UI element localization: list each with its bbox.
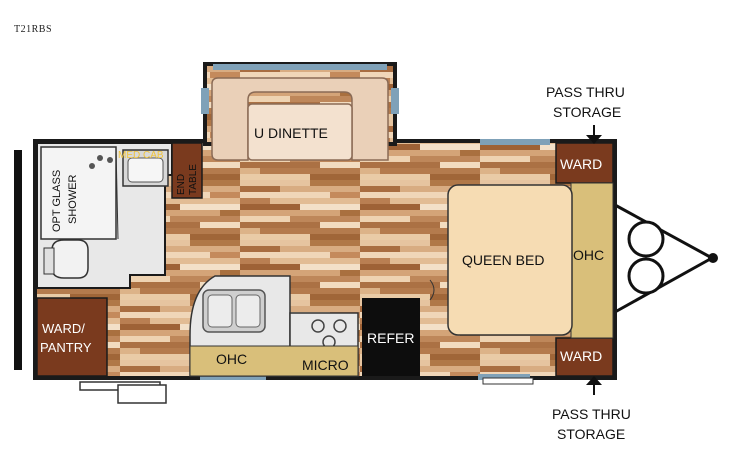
ohc-kitchen xyxy=(189,345,359,377)
toilet-icon xyxy=(51,239,89,279)
ward-pantry-label: WARD/ xyxy=(42,321,85,336)
hitch xyxy=(614,203,718,314)
ohc-bed xyxy=(570,182,614,339)
pass-thru-bottom-label: PASS THRU xyxy=(552,406,631,422)
dinette-table xyxy=(247,103,353,161)
end-table-label-2: TABLE xyxy=(188,164,199,195)
end-table xyxy=(171,142,203,199)
window xyxy=(200,374,266,380)
u-dinette-label: U DINETTE xyxy=(254,125,328,141)
propane-tank-icon xyxy=(627,257,665,295)
bathroom xyxy=(36,142,173,289)
micro-label: MICRO xyxy=(302,357,349,373)
queen-bed-label: QUEEN BED xyxy=(462,252,545,268)
ohc-bed-label: OHC xyxy=(573,247,605,263)
refer-label: REFER xyxy=(367,330,415,346)
storage-bottom-label: STORAGE xyxy=(557,426,626,442)
ward-bottom-label: WARD xyxy=(560,348,603,364)
rear-bumper xyxy=(14,150,22,370)
ward-bottom xyxy=(555,337,614,377)
queen-bed xyxy=(447,184,573,336)
arrow-down-icon xyxy=(586,125,602,144)
opt-glass-label: OPT GLASS xyxy=(51,169,63,232)
window xyxy=(478,374,530,380)
propane-tank-icon xyxy=(627,220,665,258)
window xyxy=(480,139,550,145)
refrigerator xyxy=(362,298,420,376)
shower xyxy=(40,146,117,240)
burner-icon xyxy=(311,319,325,333)
burner-icon xyxy=(333,319,347,333)
u-dinette-seat xyxy=(211,77,389,161)
arrow-up-icon xyxy=(586,376,602,395)
ward-pantry xyxy=(36,297,108,377)
ward-top-label: WARD xyxy=(560,156,603,172)
model-name: T21RBS xyxy=(14,24,53,35)
end-table-label: END xyxy=(176,173,187,195)
storage-top-label: STORAGE xyxy=(553,104,622,120)
pantry-label: PANTRY xyxy=(40,340,92,355)
shower-label: SHOWER xyxy=(67,174,79,225)
med-cab-label: MED CAB xyxy=(118,150,164,161)
pass-thru-top-label: PASS THRU xyxy=(546,84,625,100)
ohc-kitchen-label: OHC xyxy=(216,351,248,367)
